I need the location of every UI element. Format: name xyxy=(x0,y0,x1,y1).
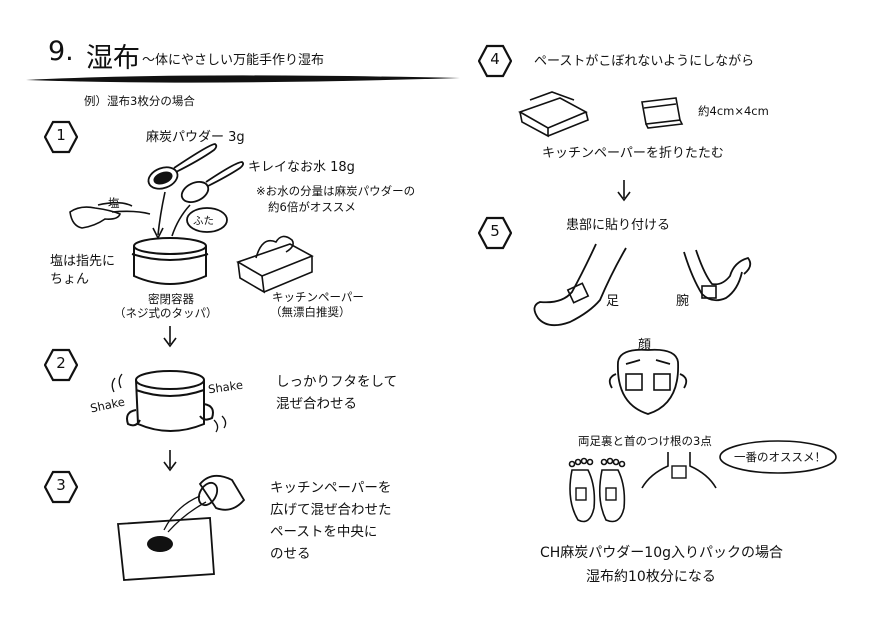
paper-sheet-icon xyxy=(117,517,215,581)
hexagon-icon xyxy=(478,44,512,78)
step-2-badge: 2 xyxy=(44,348,78,382)
step-3-badge: 3 xyxy=(44,470,78,504)
hexagon-icon xyxy=(44,348,78,382)
folded-paper-icon xyxy=(641,97,684,129)
step-3-text: キッチンペーパーを 広げて混ぜ合わせた ペーストを中央に のせる xyxy=(270,480,392,562)
lid-tag: ふた xyxy=(193,215,214,227)
arm-icon xyxy=(683,249,752,302)
face-label: 顔 xyxy=(638,338,652,353)
water-label: キレイなお水 18g xyxy=(248,160,355,175)
shake-left-label: Shake xyxy=(88,394,127,416)
hexagon-icon xyxy=(44,470,78,504)
step-1-badge: 1 xyxy=(44,120,78,154)
folding-paper-icon xyxy=(518,91,589,138)
salt-tag: 塩 xyxy=(108,196,120,210)
foot-patch-right xyxy=(605,487,617,501)
foot-patch-left xyxy=(575,487,587,501)
hexagon-icon xyxy=(44,120,78,154)
step-2-text: しっかりフタをして 混ぜ合わせる xyxy=(276,374,398,412)
container-label-line1: 密閉容器 xyxy=(148,292,194,306)
paper-label-line1: キッチンペーパー xyxy=(272,290,364,304)
shaking-container-icon xyxy=(126,370,214,432)
footer-line2: 湿布約10枚分になる xyxy=(586,569,716,585)
ratio-note-line1: ※お水の分量は麻炭パウダーの xyxy=(256,184,416,198)
chapter-number: 9. xyxy=(48,36,74,67)
salt-instruction-line1: 塩は指先に xyxy=(50,254,116,269)
arm-patch xyxy=(701,285,717,299)
arm-label: 腕 xyxy=(676,294,690,309)
neck-icon xyxy=(641,452,717,489)
step-5-text: 患部に貼り付ける xyxy=(566,218,671,233)
pouring-container-icon xyxy=(197,474,246,511)
shake-right-label: Shake xyxy=(207,377,244,397)
step-4-badge: 4 xyxy=(478,44,512,78)
neck-patch xyxy=(671,465,687,479)
page-title: 湿布 xyxy=(86,43,140,74)
paper-label-line2: （無漂白推奨） xyxy=(270,305,351,319)
hexagon-icon xyxy=(478,216,512,250)
leg-label: 足 xyxy=(606,294,620,309)
size-label: 約4cm×4cm xyxy=(698,104,769,118)
step-5-badge: 5 xyxy=(478,216,512,250)
kitchen-paper-box-icon xyxy=(236,235,314,294)
footer-line1: CH麻炭パウダー10g入りパックの場合 xyxy=(540,545,784,561)
feet-icon xyxy=(568,457,626,523)
step-4-text: ペーストがこぼれないようにしながら xyxy=(534,54,755,69)
container-icon xyxy=(131,237,209,285)
container-label-line2: （ネジ式のタッパ） xyxy=(114,306,218,320)
page-subtitle: ～体にやさしい万能手作り湿布 xyxy=(142,53,325,68)
recommend-label: 一番のオススメ！ xyxy=(734,450,826,464)
points-label: 両足裏と首のつけ根の3点 xyxy=(578,434,712,448)
charcoal-label: 麻炭パウダー 3g xyxy=(146,130,245,145)
ratio-note-line2: 約6倍がオススメ xyxy=(268,200,356,214)
example-label: 例）湿布3枚分の場合 xyxy=(84,94,195,108)
face-patch-left xyxy=(625,373,643,391)
leg-patch xyxy=(566,282,590,304)
fold-instruction: キッチンペーパーを折りたたむ xyxy=(542,146,724,161)
water-spoon-icon xyxy=(180,161,245,203)
face-patch-right xyxy=(653,373,671,391)
face-icon xyxy=(608,348,688,415)
charcoal-spoon-icon xyxy=(147,143,218,190)
leg-icon xyxy=(533,243,627,327)
salt-instruction-line2: ちょん xyxy=(50,272,90,287)
paste-icon xyxy=(147,536,173,552)
